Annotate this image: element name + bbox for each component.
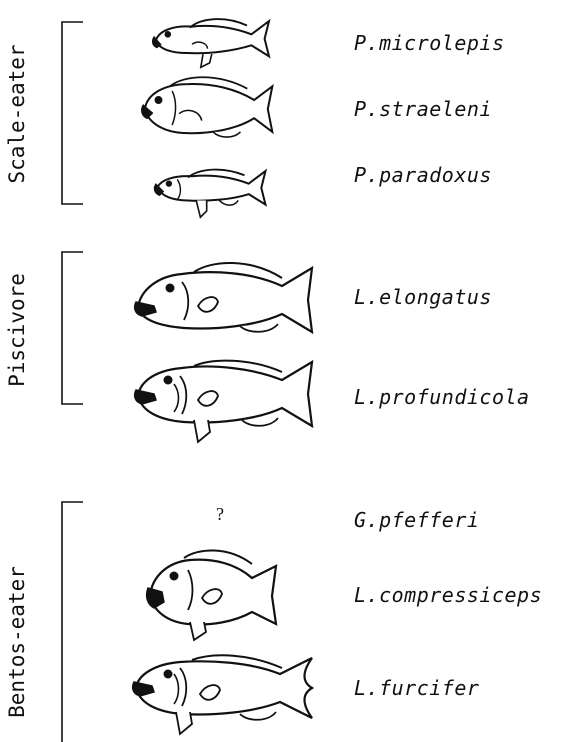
species-label-l-compressiceps: L.compressiceps <box>354 583 542 607</box>
species-label-l-elongatus: L.elongatus <box>354 285 492 309</box>
species-label-g-pfefferi: G.pfefferi <box>354 508 479 532</box>
group-label-piscivore: Piscivore <box>5 273 29 387</box>
fish-icon-p-straeleni <box>138 72 286 144</box>
fish-icon-p-microlepis <box>148 10 280 74</box>
species-label-p-straeleni: P.straeleni <box>354 97 492 121</box>
fish-icon-l-profundicola <box>132 358 318 446</box>
group-label-scale-eater: Scale-eater <box>5 44 29 183</box>
bracket-scale-eater <box>62 22 83 204</box>
species-label-l-furcifer: L.furcifer <box>354 676 479 700</box>
unknown-fish-marker: ? <box>216 504 224 525</box>
species-label-l-profundicola: L.profundicola <box>354 385 530 409</box>
fish-icon-p-paradoxus <box>150 160 276 222</box>
bracket-bentos-eater <box>62 502 83 742</box>
fish-icon-l-compressiceps <box>144 546 284 642</box>
group-label-bentos-eater: Bentos-eater <box>5 566 29 718</box>
species-label-p-paradoxus: P.paradoxus <box>354 163 492 187</box>
fish-icon-l-elongatus <box>132 256 318 340</box>
species-label-p-microlepis: P.microlepis <box>354 31 505 55</box>
bracket-piscivore <box>62 252 83 404</box>
fish-icon-l-furcifer <box>130 652 318 738</box>
